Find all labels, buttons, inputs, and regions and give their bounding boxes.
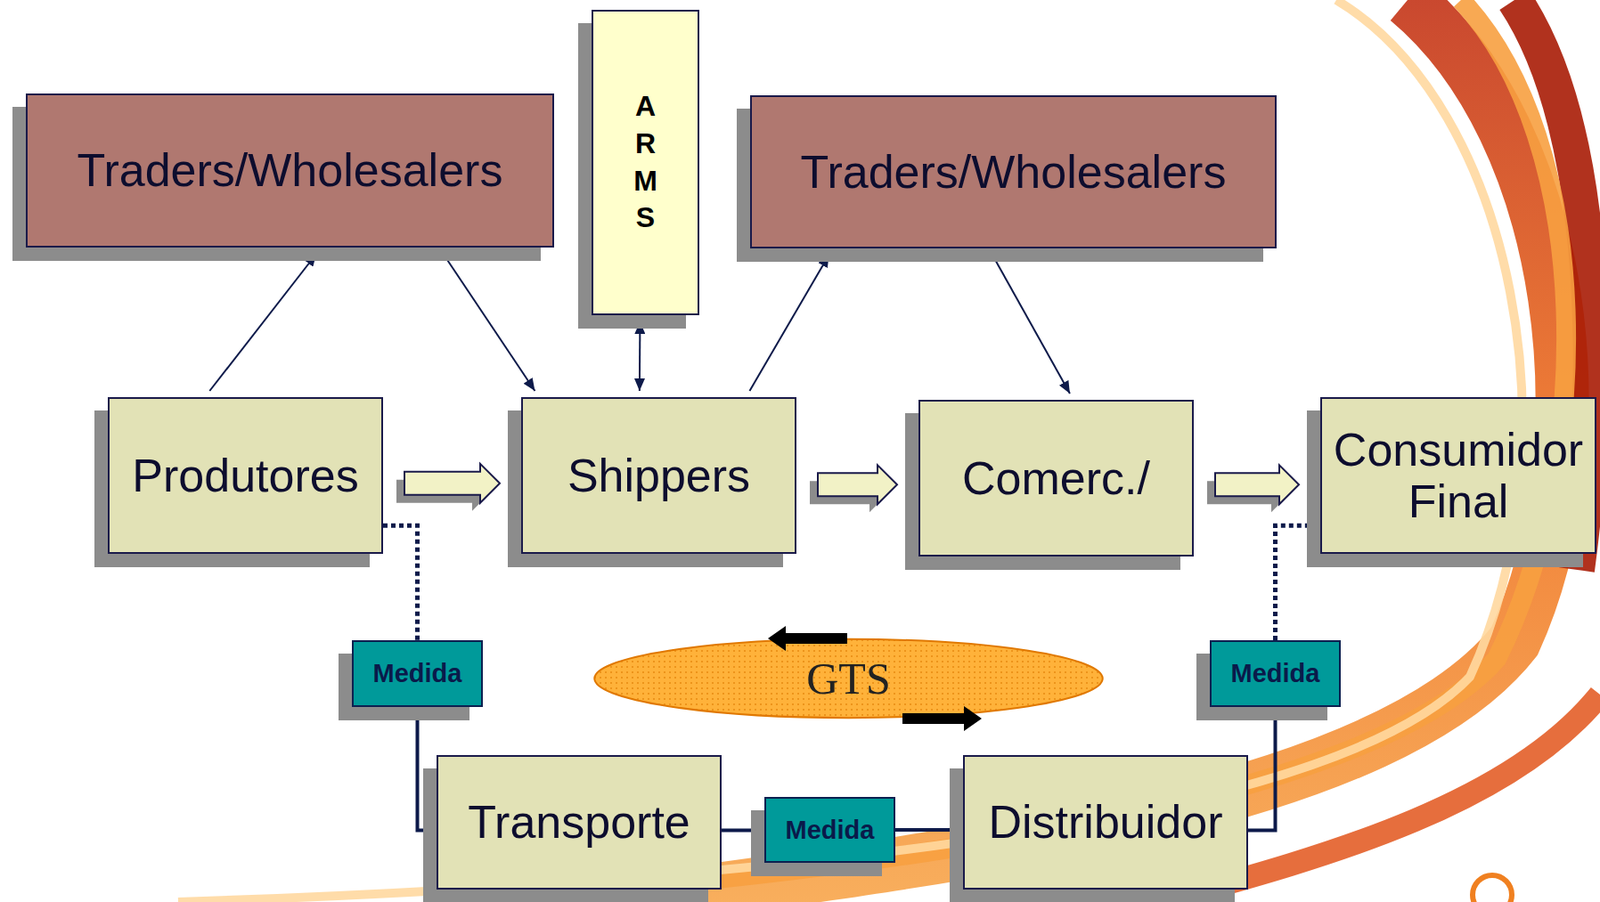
gts-ellipse: GTS	[592, 637, 1105, 720]
process-box: Transporte	[436, 755, 722, 890]
node-label: Produtores	[131, 449, 359, 502]
block-arrow	[404, 464, 500, 504]
ellipse-shape	[594, 639, 1103, 719]
network-wire	[721, 828, 765, 833]
trader-box: Traders/Wholesalers	[750, 95, 1277, 249]
node-label: Transporte	[467, 796, 691, 849]
logo-mark	[1472, 875, 1512, 902]
flow-arrow	[749, 254, 829, 392]
network-wire	[1248, 707, 1276, 832]
node-label: ARMS	[631, 88, 661, 237]
node-label: Comerc./	[962, 452, 1151, 505]
block-arrow	[817, 465, 898, 505]
flow-arrow	[767, 626, 848, 652]
meter-box: Medida	[351, 640, 483, 708]
flow-arrow	[638, 321, 642, 392]
meter-box: Medida	[1209, 640, 1341, 708]
flow-arrow	[902, 706, 982, 732]
node-label: Traders/Wholesalers	[77, 144, 504, 196]
network-wire	[895, 828, 964, 833]
node-label: Traders/Wholesalers	[800, 146, 1227, 198]
node-label: Medida	[1231, 659, 1321, 688]
process-box: Distribuidor	[963, 755, 1249, 890]
process-box: Shippers	[521, 397, 797, 555]
network-wire	[1275, 525, 1322, 641]
meter-box: Medida	[764, 797, 896, 864]
network-wire	[417, 707, 438, 832]
trader-box: Traders/Wholesalers	[25, 93, 555, 248]
network-wire	[383, 525, 418, 641]
node-label: Consumidor Final	[1330, 424, 1586, 528]
node-label: Distribuidor	[988, 796, 1224, 849]
node-label: Medida	[785, 816, 875, 845]
system-box: ARMS	[591, 9, 700, 316]
process-box: Comerc./	[918, 400, 1194, 557]
process-box: Consumidor Final	[1320, 397, 1597, 555]
node-label: GTS	[806, 653, 890, 704]
node-label: Medida	[373, 659, 463, 688]
flow-arrow	[992, 254, 1070, 394]
flow-arrow	[209, 253, 317, 392]
node-label: Shippers	[567, 449, 751, 502]
process-box: Produtores	[107, 397, 384, 555]
flow-arrow	[442, 253, 535, 392]
block-arrow	[1215, 465, 1299, 505]
